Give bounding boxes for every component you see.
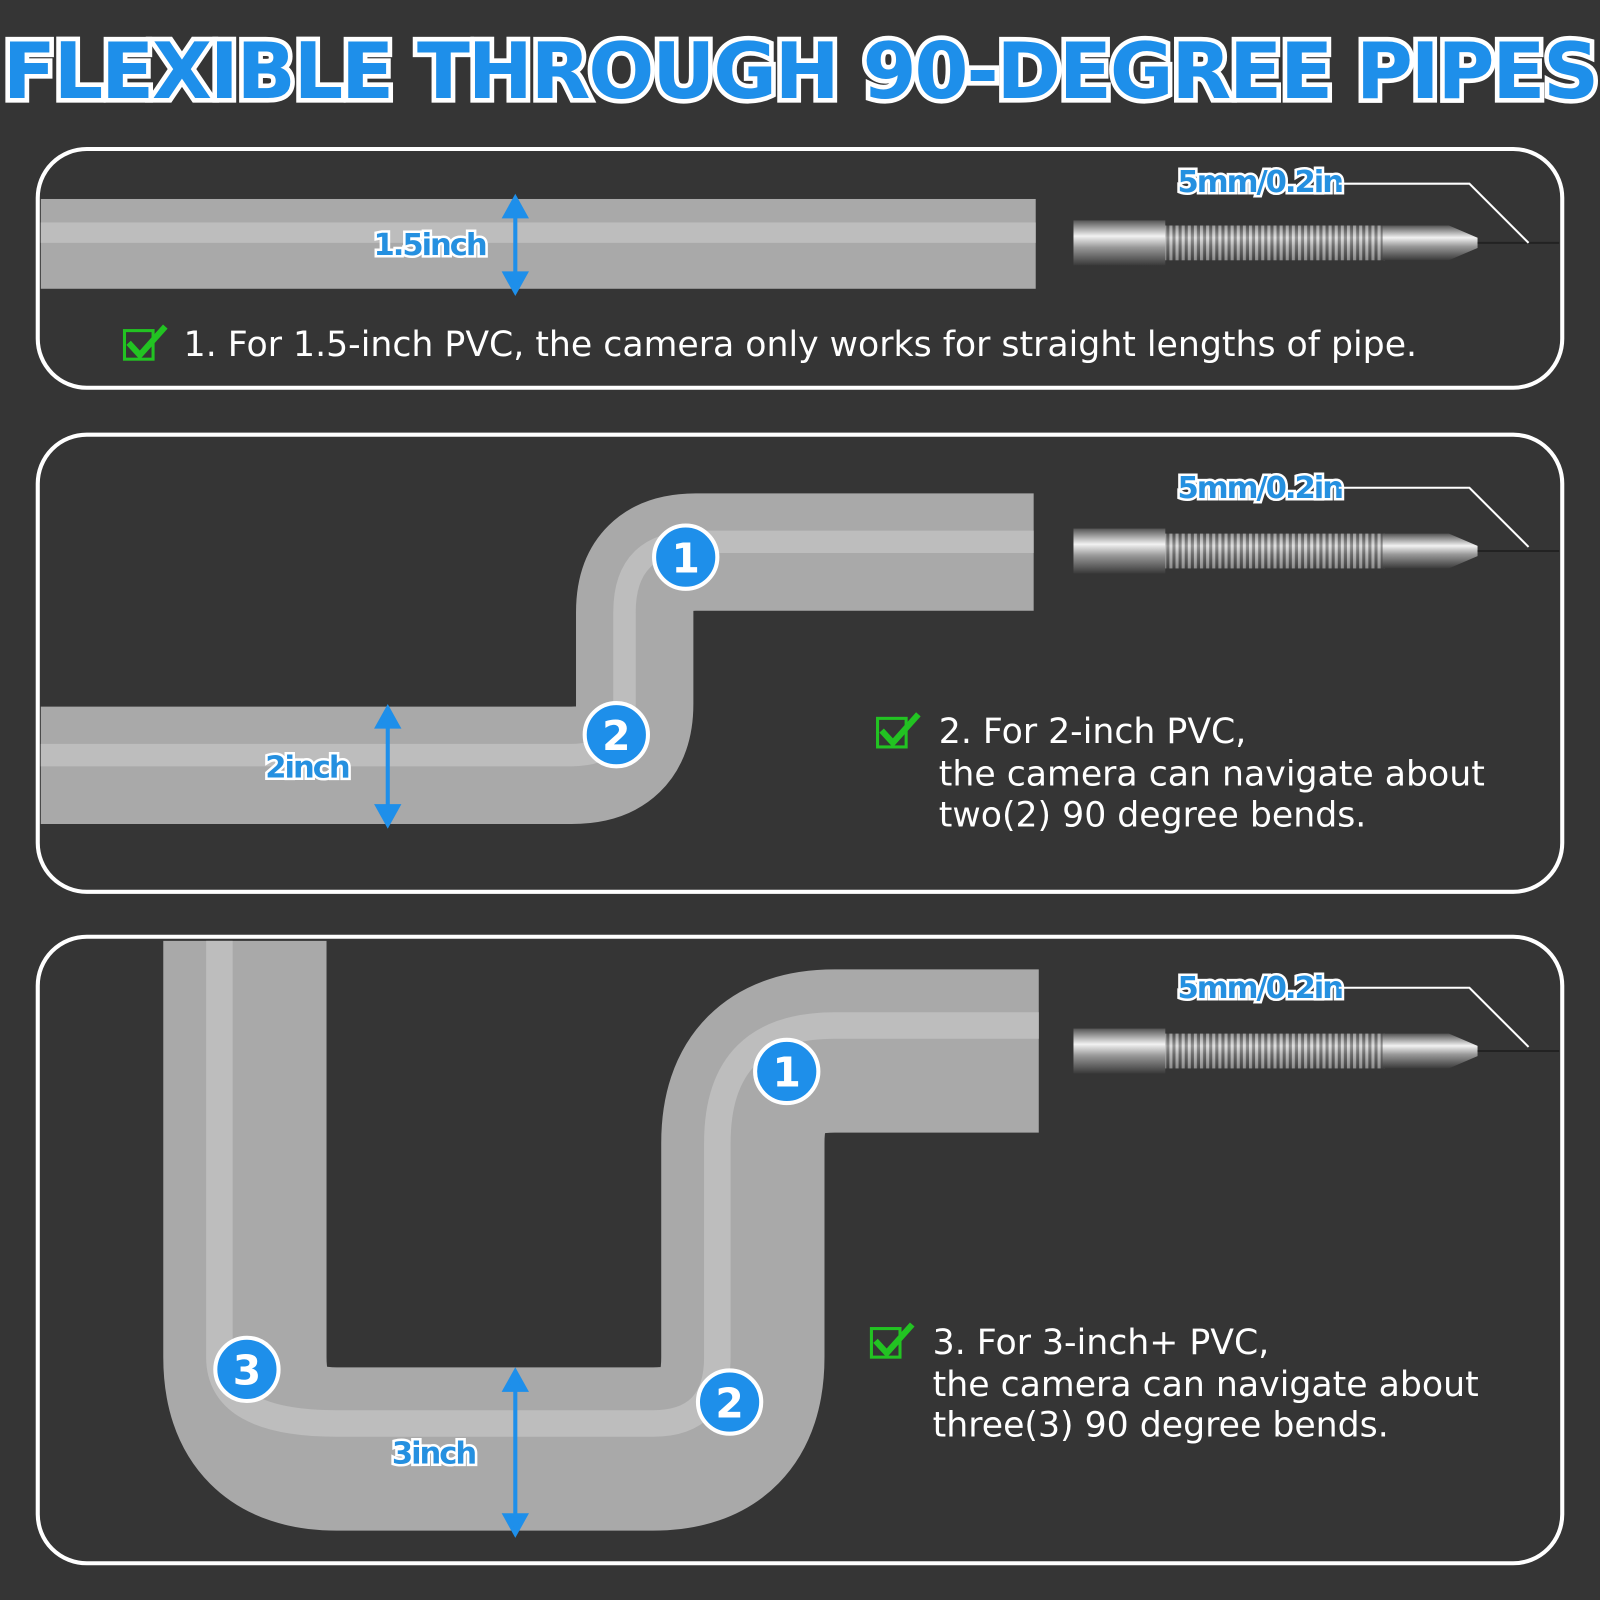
svg-text:1: 1 [773,1049,801,1097]
caption: 1. For 1.5-inch PVC, the camera only wor… [184,325,1417,365]
svg-text:3: 3 [233,1347,261,1395]
probe-size-label: 5mm/0.2in [1178,471,1343,506]
caption-line: the camera can navigate about [933,1365,1479,1405]
bend-marker-1: 1 [753,1037,821,1106]
check-icon [869,1322,915,1359]
double-arrow-icon [374,703,402,829]
check-icon [876,712,921,749]
pipe-straight [40,198,1036,289]
bend-marker-1: 1 [652,523,720,591]
probe-size-label: 5mm/0.2in [1178,165,1343,200]
svg-text:2: 2 [602,712,630,760]
double-arrow-icon [501,193,529,297]
caption-line: 3. For 3-inch+ PVC, [933,1323,1270,1363]
panel-2: 2inch 1 2 5mm/0.2in 2. For 2-inch PVC, t… [35,432,1565,894]
check-icon [122,324,168,361]
caption-line: 2. For 2-inch PVC, [939,712,1247,752]
pipe-size-label: 2inch [265,751,349,786]
page-title: FLEXIBLE THROUGH 90-DEGREE PIPES [3,27,1597,117]
svg-text:2: 2 [715,1379,743,1427]
pipe-size-label: 1.5inch [373,228,485,263]
svg-text:1: 1 [672,534,700,582]
double-arrow-icon [501,1367,529,1538]
probe-size-label: 5mm/0.2in [1178,971,1343,1006]
caption-line: two(2) 90 degree bends. [939,796,1367,836]
bend-marker-3: 3 [213,1335,281,1404]
pipe-size-label: 3inch [392,1436,476,1471]
caption-line: the camera can navigate about [939,755,1485,795]
bend-marker-2: 2 [582,701,650,769]
panel-3: 3inch 1 2 3 5mm/0.2in 3. For 3-inch+ PVC… [35,934,1565,1566]
panel-1: 1.5inch 5mm/0.2in 1. For 1.5-inch PVC, t… [35,146,1565,390]
bend-marker-2: 2 [695,1368,764,1436]
caption-line: three(3) 90 degree bends. [933,1406,1389,1446]
